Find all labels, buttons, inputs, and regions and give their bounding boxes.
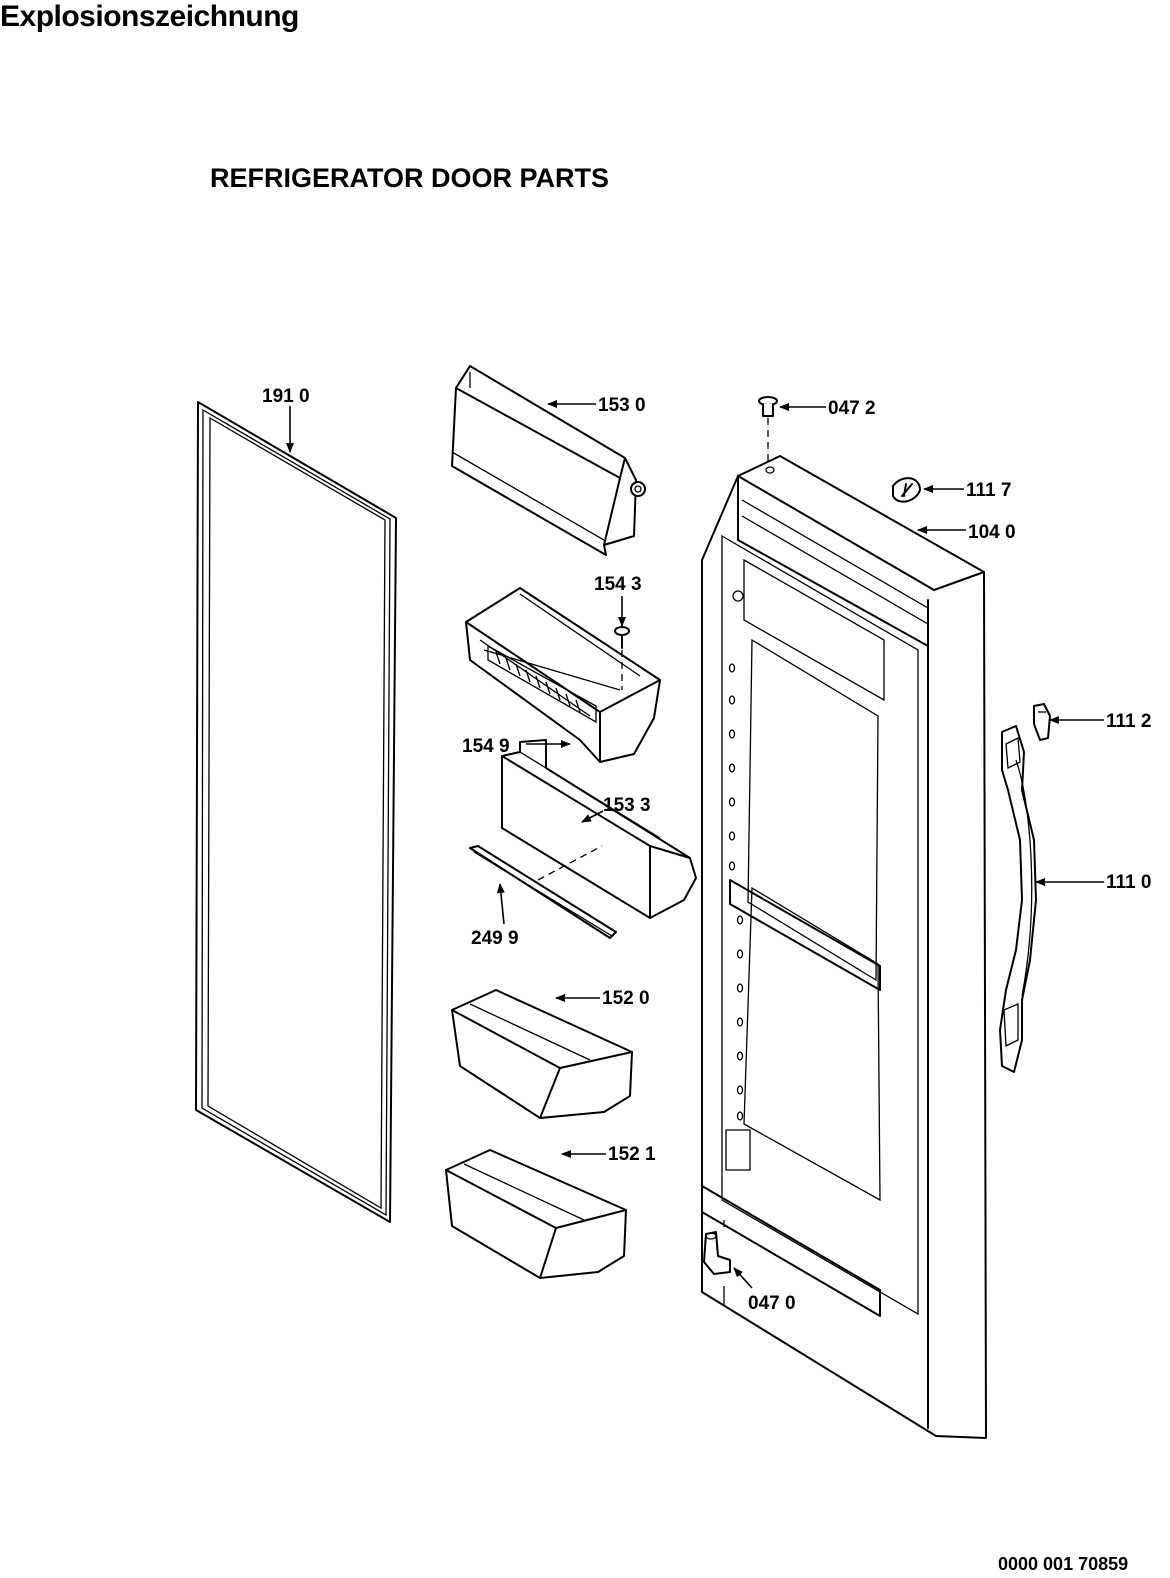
- bin-pin-part: [614, 626, 630, 690]
- bottom-hinge-part: [703, 1220, 731, 1306]
- handle-clip-part: [1033, 703, 1051, 741]
- door-handle-part: [999, 725, 1037, 1073]
- hinge-cap-part: [892, 477, 921, 503]
- page-heading: Explosionszeichnung: [0, 0, 299, 33]
- label-154-3: 154 3: [594, 574, 642, 595]
- label-152-0: 152 0: [602, 988, 650, 1009]
- dairy-bin-part: [465, 587, 661, 763]
- diagram-title: REFRIGERATOR DOOR PARTS: [210, 163, 610, 193]
- label-153-0: 153 0: [598, 395, 646, 416]
- label-152-1: 152 1: [608, 1144, 656, 1165]
- label-104-0: 104 0: [968, 522, 1016, 543]
- door-bin-upper-part: [451, 989, 633, 1119]
- label-047-2: 047 2: [828, 398, 876, 419]
- door-gasket-part: [195, 401, 397, 1223]
- door-shelf-part: [501, 739, 697, 919]
- label-191-0: 191 0: [262, 386, 310, 407]
- part-labels: 191 0 153 0 047 2 111 7 104 0 154 3 154 …: [262, 386, 1151, 1314]
- label-154-9: 154 9: [462, 736, 510, 757]
- door-assembly-part: [701, 455, 987, 1439]
- leader-lines: [286, 400, 1104, 1289]
- label-153-3: 153 3: [603, 795, 651, 816]
- door-bin-lower-part: [445, 1149, 627, 1279]
- label-111-7: 111 7: [966, 480, 1011, 501]
- dairy-lid-part: [451, 365, 646, 556]
- label-047-0: 047 0: [748, 1293, 796, 1314]
- door-liner-holes: [728, 663, 744, 1121]
- top-hinge-screw-part: [758, 396, 778, 474]
- label-111-0: 111 0: [1106, 872, 1151, 893]
- label-111-2: 111 2: [1106, 711, 1151, 732]
- shelf-trim-part: [469, 845, 617, 939]
- label-249-9: 249 9: [471, 928, 519, 949]
- document-number: 0000 001 70859: [998, 1554, 1129, 1574]
